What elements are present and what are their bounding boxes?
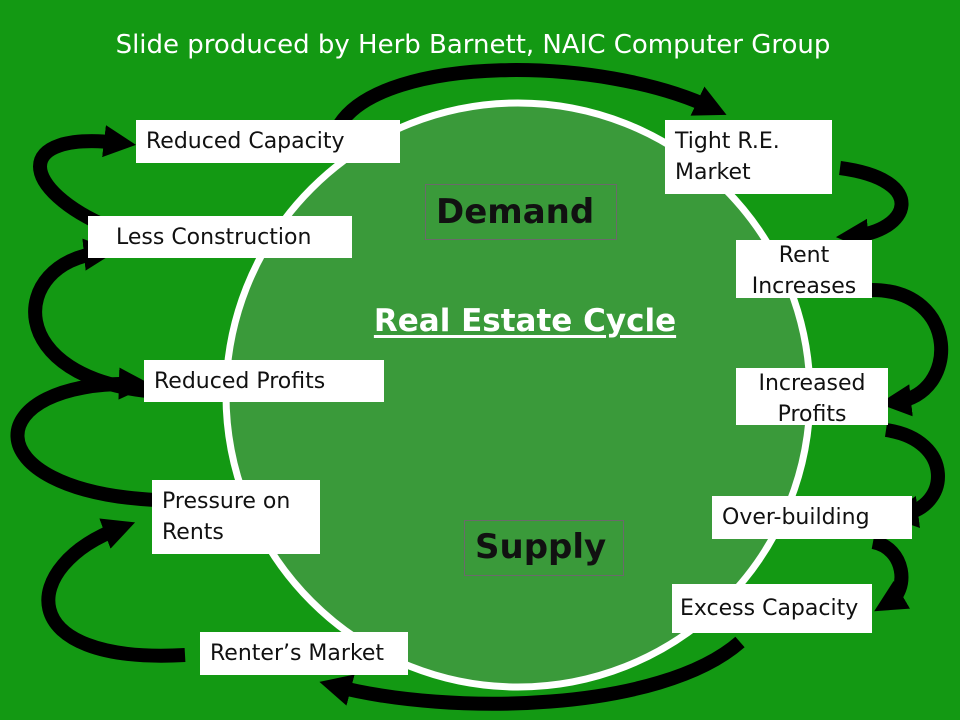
arrow-renters-to-pressure — [41, 518, 186, 663]
slide-credit: Slide produced by Herb Barnett, NAIC Com… — [115, 30, 831, 60]
stage-rent-increases: Rent Increases — [736, 240, 872, 299]
supply-label: Supply — [464, 520, 624, 576]
stage-reduced-profits: Reduced Profits — [144, 360, 384, 402]
stage-pressure-on-rents: Pressure on Rents — [152, 480, 320, 554]
stage-less-construction: Less Construction — [88, 216, 352, 258]
arrow-pressure-to-reduced-profits — [10, 367, 156, 507]
arrow-overbuilding-to-excess — [871, 535, 911, 612]
arrow-excess-to-renters — [319, 636, 745, 711]
cycle-title: Real Estate Cycle — [373, 303, 677, 339]
stage-renters-market: Renter’s Market — [200, 632, 408, 675]
stage-excess-capacity: Excess Capacity — [672, 584, 872, 633]
demand-label: Demand — [425, 184, 617, 240]
arrow-profits-to-less-construction — [28, 238, 159, 399]
arrow-capacity-to-tight — [334, 63, 727, 129]
arrow-construction-to-capacity — [33, 125, 136, 235]
arrow-profits-to-overbuilding — [884, 423, 945, 528]
stage-increased-profits: Increased Profits — [736, 368, 888, 427]
stage-tight-market: Tight R.E. Market — [665, 120, 832, 194]
arrow-rent-to-profits — [871, 283, 949, 417]
stage-over-building: Over-building — [712, 496, 912, 539]
stage-reduced-capacity: Reduced Capacity — [136, 120, 400, 163]
arrow-tight-to-rent — [835, 161, 909, 251]
